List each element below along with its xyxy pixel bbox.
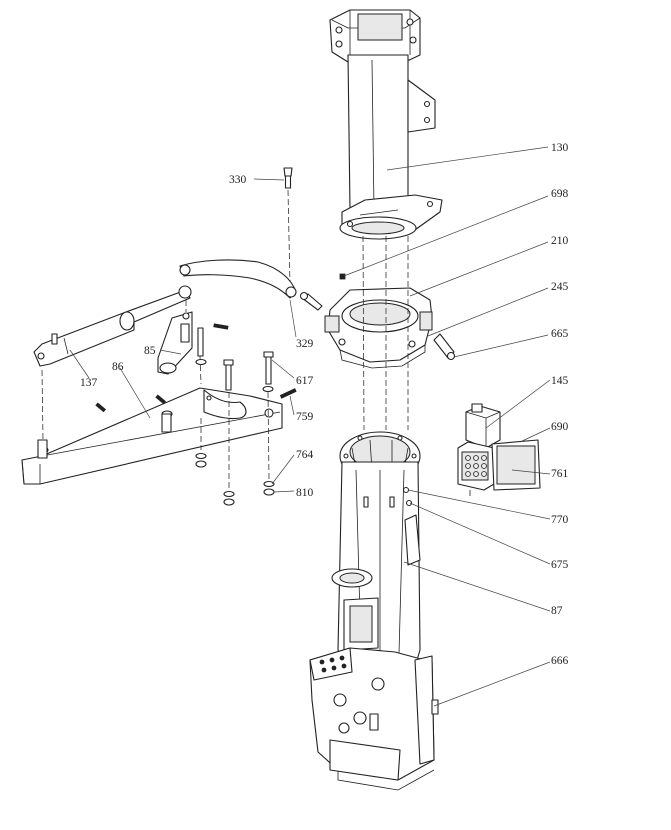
bracket-part-85 [157,311,193,375]
pin-part-a [213,323,229,330]
callout-764: 764 [296,449,314,461]
callout-330: 330 [229,174,247,186]
callout-145: 145 [551,375,569,387]
callout-675: 675 [551,559,569,571]
clamp-ring-part [324,287,433,369]
callout-245: 245 [551,281,569,293]
callout-137: 137 [80,377,98,389]
callout-130: 130 [551,142,569,154]
callout-698: 698 [551,188,569,200]
washer-nut-parts [195,452,275,506]
bolt-part-clamp-left [299,291,323,311]
callout-86: 86 [112,361,124,373]
callout-690: 690 [551,421,569,433]
callout-761: 761 [551,468,569,480]
pin-part-698 [339,273,346,280]
callout-617: 617 [296,375,314,387]
screw-part-770b [389,496,395,508]
callout-210: 210 [551,235,569,247]
washer-part-675 [405,499,413,507]
cylinder-part-137 [33,285,192,367]
link-arm-part-329 [179,259,297,299]
callout-329: 329 [296,338,314,350]
bolt-part-665 [433,333,456,361]
callout-770: 770 [551,514,569,526]
callout-759: 759 [296,411,314,423]
bolt-part-617a [197,327,204,357]
lower-column-part [309,431,439,791]
washer-part-770 [402,486,410,494]
base-arm-part-86 [21,387,283,485]
bolt-part-330 [283,167,293,189]
leader-lines [69,146,551,707]
bolt-part-617 [195,351,274,393]
screw-part-770a [363,496,369,508]
pin-part-759 [279,388,297,399]
callout-665: 665 [551,328,569,340]
callout-666: 666 [551,655,569,667]
callout-810: 810 [296,487,314,499]
callout-87: 87 [551,605,563,617]
callout-85: 85 [144,345,156,357]
work-light-part [457,403,541,496]
upper-column-part [329,9,443,240]
